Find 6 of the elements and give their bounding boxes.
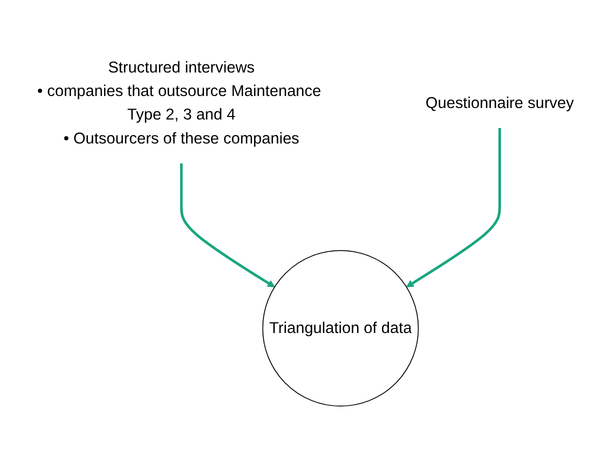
node-circle (262, 250, 419, 407)
arrow (406, 128, 501, 288)
node-text: Structured interviews • companies that outsource Maintenance Type 2, 3 and 4 • Outsourcers of these companies (37, 59, 322, 148)
arrow (180, 164, 275, 288)
diagram: Structured interviews • companies that outsource Maintenance Type 2, 3 and 4 • Outsourcers of these companies Triangulation of data Questionnaire survey (0, 36, 607, 414)
node-text: Questionnaire survey (426, 94, 574, 112)
